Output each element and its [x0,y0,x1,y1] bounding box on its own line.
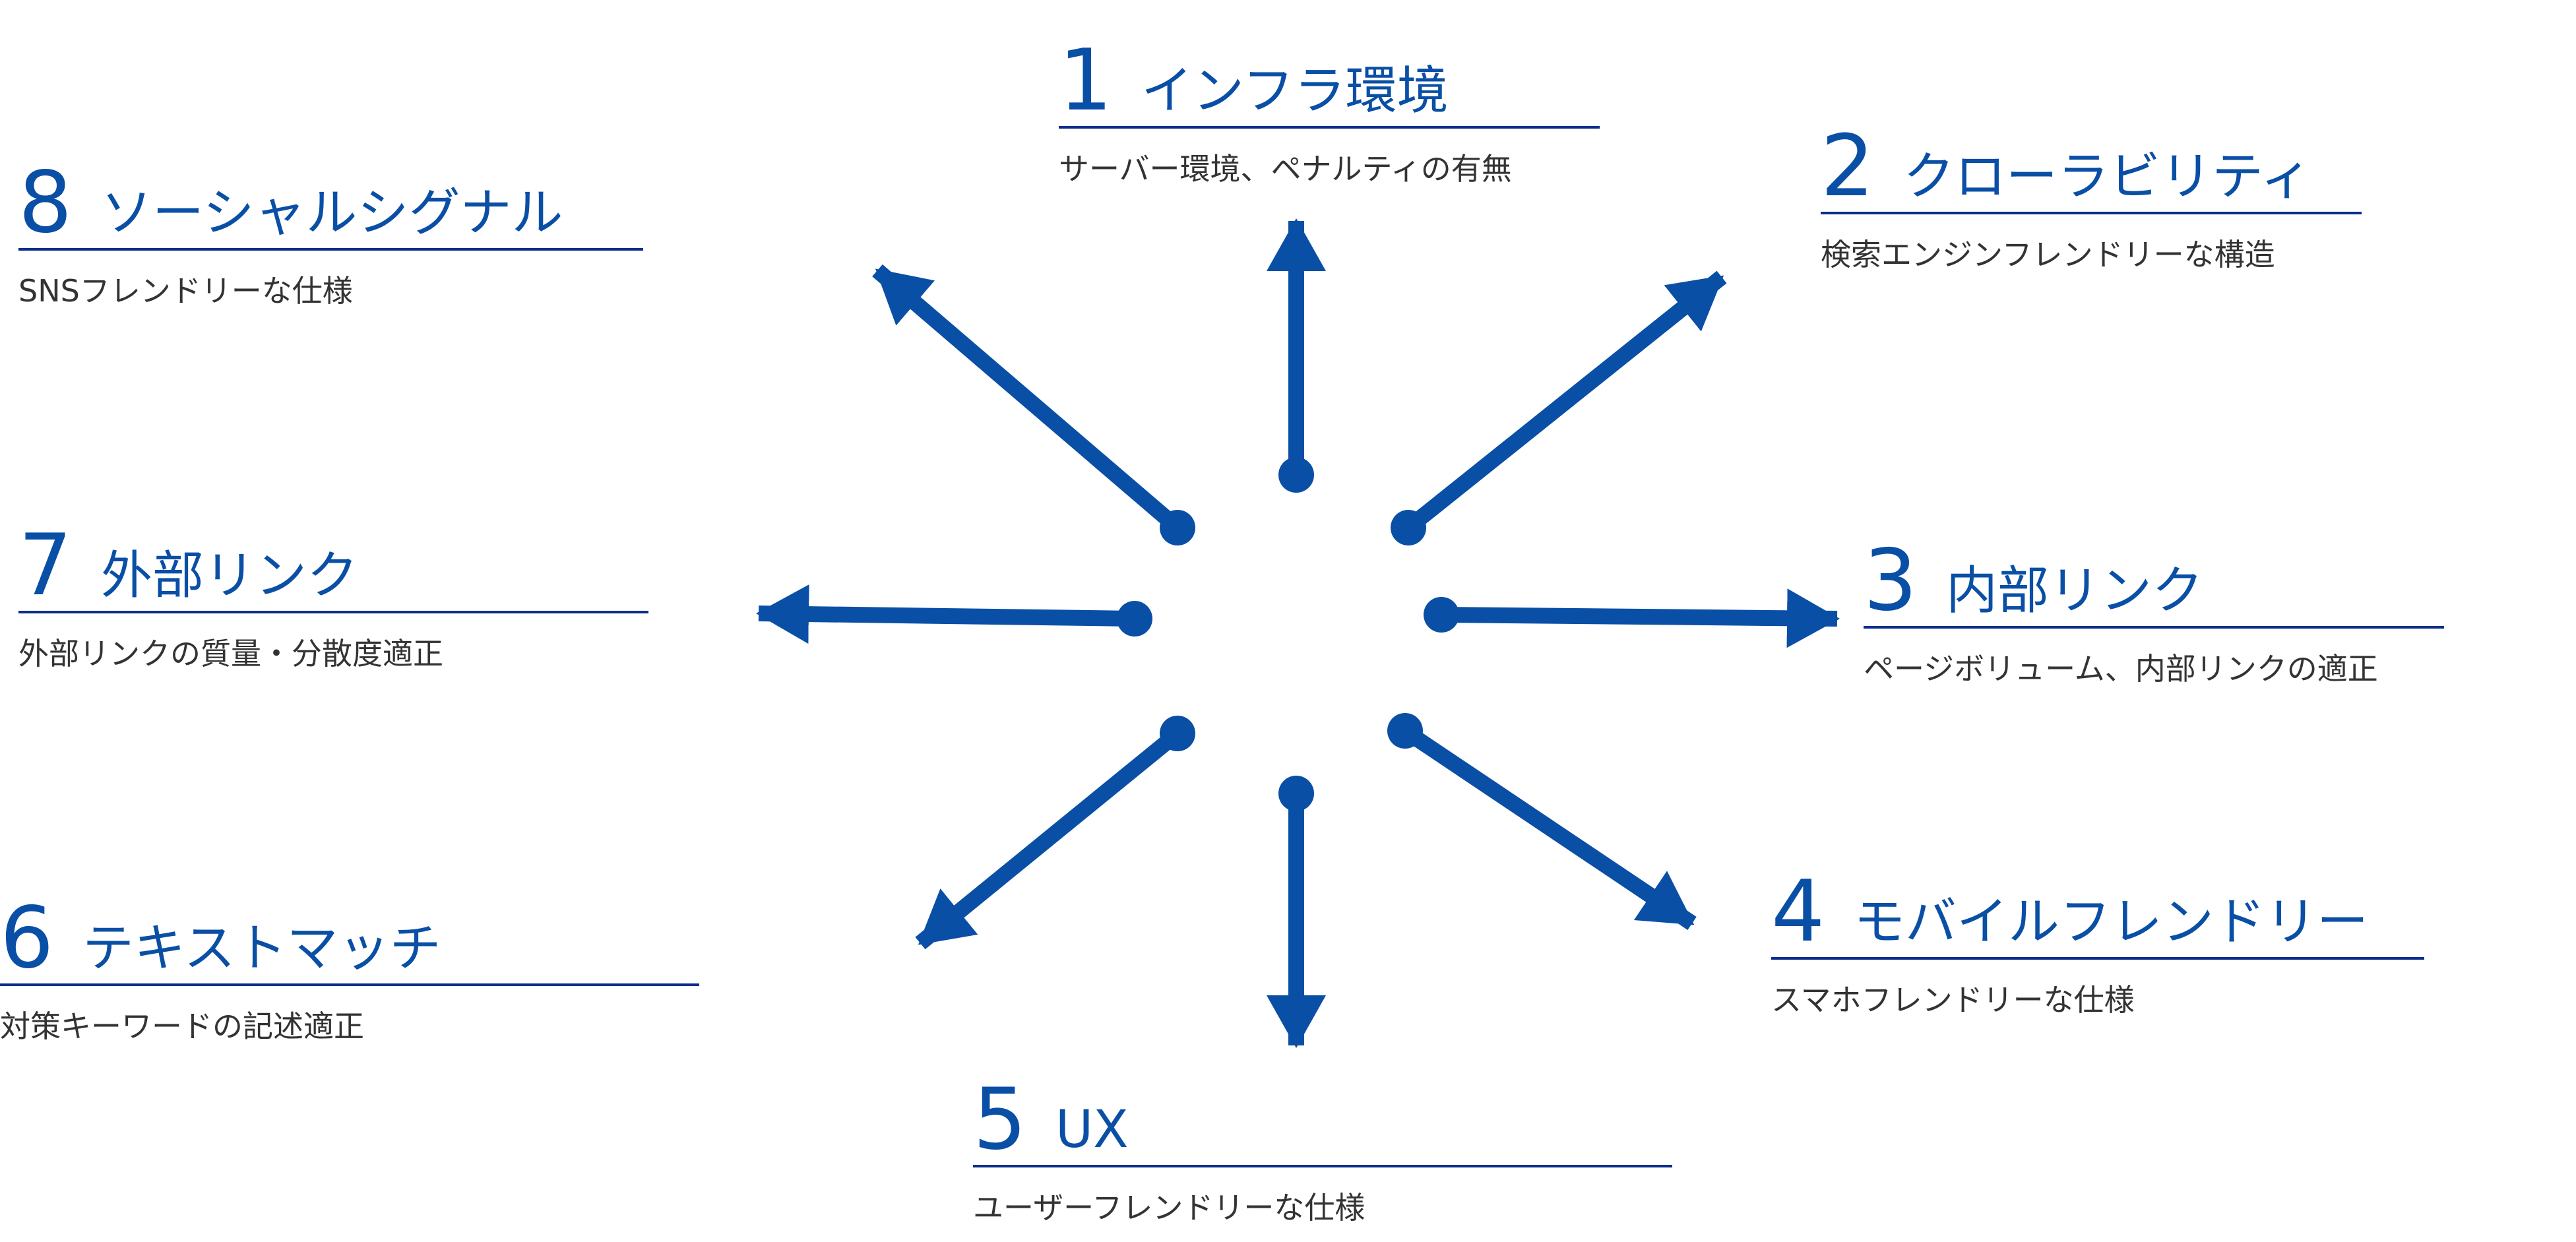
factor-5-number: 5 [973,1071,1027,1169]
arrow-7 [756,584,1152,644]
factor-7-description: 外部リンクの質量・分散度適正 [18,636,443,671]
factor-2-heading: 2 クローラビリティ [1821,125,2362,214]
factor-3-number: 3 [1864,532,1918,630]
factor-3-heading: 3 内部リンク [1864,539,2444,629]
factor-5-title: UX [1055,1100,1129,1160]
factor-7-heading: 7 外部リンク [18,524,648,613]
factor-6-title: テキストマッチ [82,919,441,978]
factor-6-heading: 6 テキストマッチ [0,896,699,986]
factor-4-heading: 4 モバイルフレンドリー [1771,870,2424,960]
factor-8-number: 8 [18,154,73,252]
factor-2: 2 クローラビリティ 検索エンジンフレンドリーな構造 [1821,125,2362,272]
arrow-3 [1424,588,1840,648]
factor-8-description: SNSフレンドリーな仕様 [18,273,353,309]
factor-4-description: スマホフレンドリーな仕様 [1771,982,2135,1018]
factor-4-number: 4 [1771,863,1825,961]
factor-4-title: モバイルフレンドリー [1854,892,2369,952]
factor-1-title: インフラ環境 [1141,61,1449,121]
factor-1-description: サーバー環境、ペナルティの有無 [1059,151,1512,187]
factor-2-number: 2 [1821,117,1875,216]
factor-5-heading: 5 UX [973,1078,1672,1167]
arrow-8 [872,264,1195,545]
factor-1-number: 1 [1059,32,1113,130]
factor-4: 4 モバイルフレンドリー スマホフレンドリーな仕様 [1771,870,2424,1018]
factor-3-title: 内部リンク [1946,561,2204,621]
factor-8-title: ソーシャルシグナル [101,183,563,243]
arrow-4 [1387,713,1697,930]
arrow-1 [1267,218,1326,493]
factor-8-heading: 8 ソーシャルシグナル [18,161,643,251]
factor-7-title: 外部リンク [101,546,359,605]
factor-6: 6 テキストマッチ 対策キーワードの記述適正 [0,896,699,1044]
arrow-5 [1267,776,1326,1048]
arrow-2 [1391,270,1727,545]
factor-2-description: 検索エンジンフレンドリーな構造 [1821,237,2275,272]
factor-1: 1 インフラ環境 サーバー環境、ペナルティの有無 [1059,39,1600,187]
factor-2-title: クローラビリティ [1903,147,2312,206]
factor-7: 7 外部リンク 外部リンクの質量・分散度適正 [18,524,648,671]
factor-6-description: 対策キーワードの記述適正 [0,1009,364,1044]
factor-3-description: ページボリューム、内部リンクの適正 [1864,651,2378,687]
factor-5-description: ユーザーフレンドリーな仕様 [973,1190,1366,1226]
factor-3: 3 内部リンク ページボリューム、内部リンクの適正 [1864,539,2444,687]
factor-8: 8 ソーシャルシグナル SNSフレンドリーな仕様 [18,161,643,309]
factor-7-number: 7 [18,516,73,615]
factor-6-number: 6 [0,889,54,987]
factor-1-heading: 1 インフラ環境 [1059,39,1600,129]
arrow-6 [915,716,1195,950]
factor-5: 5 UX ユーザーフレンドリーな仕様 [973,1078,1672,1226]
